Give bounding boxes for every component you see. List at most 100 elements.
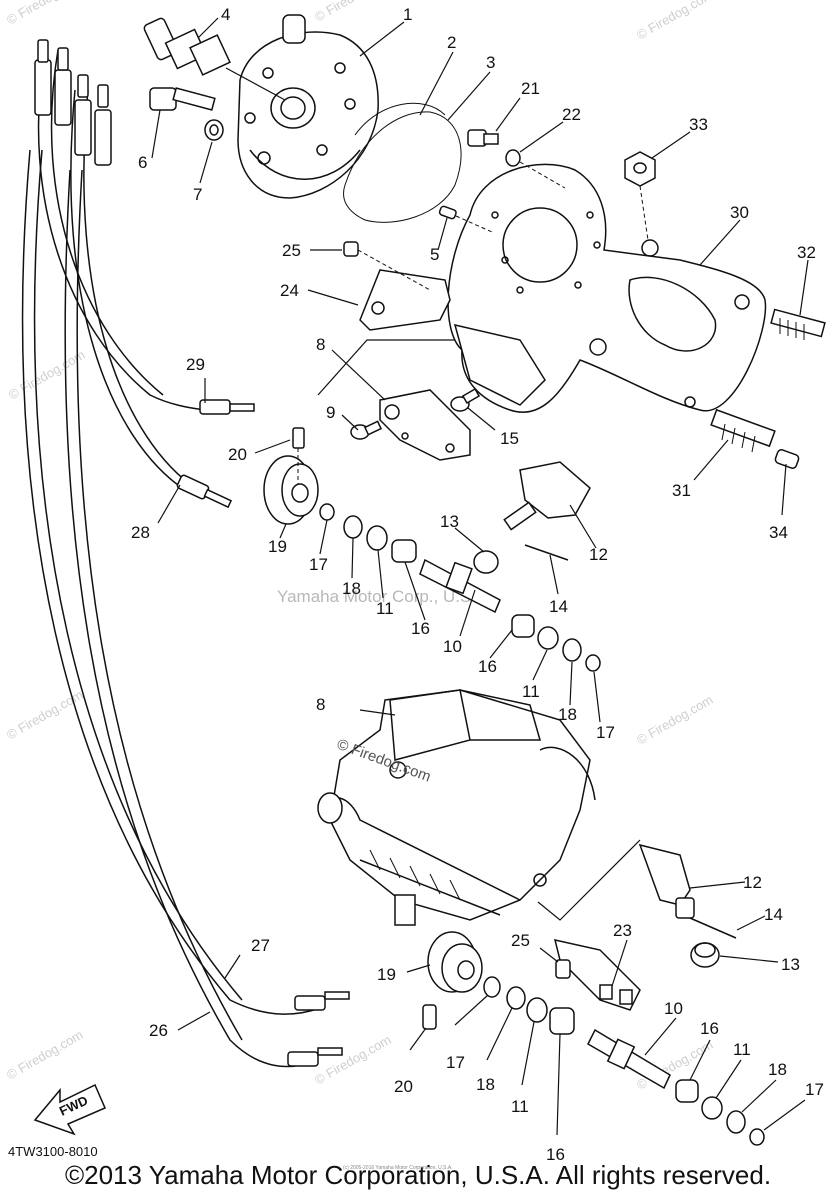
callout-16-a: 16: [411, 619, 430, 638]
bush-11-top: [366, 525, 388, 551]
callout-19-bottom: 19: [377, 965, 396, 984]
exhaust-valve-housing-top: [453, 323, 546, 406]
callout-12-bottom: 12: [743, 873, 762, 892]
spark-plug: [143, 17, 286, 101]
cylinder-head: [237, 14, 379, 199]
bolt-9: [350, 420, 383, 440]
callout-26: 26: [149, 1021, 168, 1040]
callout-13-top: 13: [440, 512, 459, 531]
bush-11-bottom: [526, 997, 548, 1023]
valve-housing-small: [379, 389, 471, 461]
watermark-text: © Firedog.com: [4, 0, 86, 28]
callout-11-d: 11: [733, 1040, 751, 1059]
clip-17-mid: [585, 654, 601, 672]
washer-18-mid: [562, 638, 582, 662]
stud-32: [770, 308, 826, 340]
callout-10-bottom: 10: [664, 999, 683, 1018]
callout-14-bottom: 14: [764, 905, 783, 924]
callout-22: 22: [562, 105, 581, 124]
callout-15: 15: [500, 429, 519, 448]
callout-13-bottom: 13: [781, 955, 800, 974]
bush-16-mid: [511, 614, 535, 638]
screw-20-top: [292, 427, 305, 484]
valve-shaft-bottom: [587, 1028, 671, 1090]
bush-16-bottom: [549, 1007, 575, 1035]
clip-17-bottom: [483, 976, 501, 998]
nut-33: [624, 151, 656, 241]
callout-6: 6: [138, 153, 147, 172]
callout-28: 28: [131, 523, 150, 542]
callout-11-a: 11: [376, 599, 394, 618]
lever-12-top: [503, 461, 591, 531]
washer-18-top: [343, 515, 363, 539]
callout-32: 32: [797, 243, 816, 262]
screw-20-bottom: [422, 1004, 437, 1030]
callout-8-top: 8: [316, 335, 325, 354]
callout-27: 27: [251, 936, 270, 955]
callout-11-c: 11: [511, 1097, 529, 1116]
watermark-text: © Firedog.com: [6, 347, 88, 403]
callout-8-bottom: 8: [316, 695, 325, 714]
bush-11-bottom-2: [701, 1096, 723, 1120]
collar-34: [774, 449, 800, 469]
head-gasket: [343, 111, 462, 223]
callout-12-top: 12: [589, 545, 608, 564]
watermark-text: © Firedog.com: [634, 0, 716, 43]
callout-17-b: 17: [596, 723, 615, 742]
watermark-text: © Firedog.com: [634, 692, 716, 748]
callout-numbers: 1 2 3 4 5 6 7 8 9 10 11 11 11 11 12 12 1…: [131, 5, 824, 1164]
callout-3: 3: [486, 53, 495, 72]
watermark-text: © Firedog.com: [312, 1032, 394, 1088]
pulley-19-bottom: [427, 931, 483, 993]
callout-33: 33: [689, 115, 708, 134]
callout-23: 23: [613, 921, 632, 940]
fwd-arrow-icon: FWD: [33, 1083, 106, 1136]
callout-4: 4: [221, 5, 230, 24]
callout-31: 31: [672, 481, 691, 500]
watermark-text: © Firedog.com: [4, 1027, 86, 1083]
callout-29: 29: [186, 355, 205, 374]
bush-16-top: [391, 539, 417, 563]
washer-18-bottom: [506, 986, 526, 1010]
clip-17-bottom-2: [749, 1128, 765, 1146]
watermark-text: © Firedog.com: [4, 687, 86, 743]
stud-31: [710, 408, 776, 453]
tiny-print: (c) 2005-2016 Yamaha Motor Corporation, …: [343, 1165, 453, 1171]
clip-17-top: [319, 503, 335, 521]
callout-34: 34: [769, 523, 788, 542]
lever-12-bottom: [638, 843, 695, 919]
watermark-text: © Firedog.com: [312, 0, 394, 25]
callout-21: 21: [521, 79, 540, 98]
o-ring: [354, 102, 446, 136]
callout-20-top: 20: [228, 445, 247, 464]
callout-10-top: 10: [443, 637, 462, 656]
callout-16-d: 16: [700, 1019, 719, 1038]
control-cables: [21, 39, 350, 1068]
callout-30: 30: [730, 203, 749, 222]
callout-20-bottom: 20: [394, 1077, 413, 1096]
callout-16-c: 16: [546, 1145, 565, 1164]
callout-25-top: 25: [282, 241, 301, 260]
diagram-code: 4TW3100-8010: [8, 1144, 98, 1159]
dowel-pin: [438, 205, 457, 220]
center-watermark: Yamaha Motor Corp., U.S.A.: [277, 587, 492, 606]
callout-25-bottom: 25: [511, 931, 530, 950]
washer-18-bottom-2: [726, 1110, 746, 1134]
callout-2: 2: [447, 33, 456, 52]
bush-13-bottom: [690, 942, 720, 968]
bush-16-bottom-2: [675, 1079, 699, 1103]
callout-7: 7: [193, 185, 202, 204]
callout-16-b: 16: [478, 657, 497, 676]
pin-14-top: [524, 544, 569, 561]
washer-7: [204, 119, 224, 141]
bush-11-mid: [537, 626, 559, 650]
callout-18-c: 18: [476, 1075, 495, 1094]
callout-17-a: 17: [309, 555, 328, 574]
callout-18-a: 18: [342, 579, 361, 598]
bolt-21: [467, 129, 499, 147]
callout-17-c: 17: [446, 1053, 465, 1072]
copyright-footer: ©2013 Yamaha Motor Corporation, U.S.A. A…: [64, 1160, 772, 1190]
callout-18-b: 18: [558, 705, 577, 724]
exhaust-valve-housing-large: [317, 689, 596, 926]
